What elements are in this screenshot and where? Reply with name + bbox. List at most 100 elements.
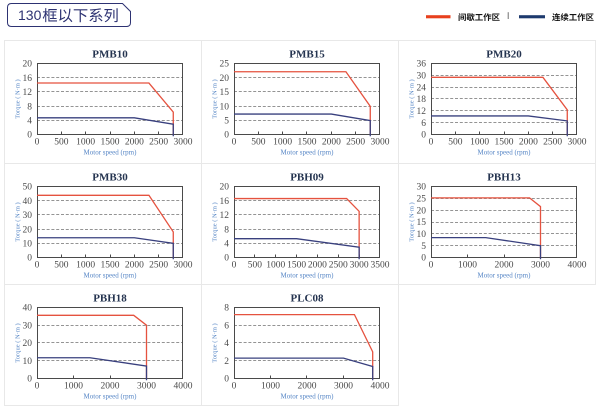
svg-text:24: 24 <box>417 83 427 93</box>
svg-text:10: 10 <box>417 230 427 240</box>
svg-text:3000: 3000 <box>568 138 587 148</box>
svg-text:500: 500 <box>54 138 69 148</box>
svg-text:500: 500 <box>248 261 263 271</box>
svg-text:Motor speed (rpm): Motor speed (rpm) <box>478 272 532 280</box>
svg-text:5: 5 <box>224 117 229 127</box>
svg-text:0: 0 <box>224 131 229 141</box>
svg-text:50: 50 <box>23 183 33 193</box>
svg-text:20: 20 <box>23 225 33 235</box>
svg-text:25: 25 <box>417 195 427 205</box>
svg-text:Motor speed (rpm): Motor speed (rpm) <box>84 393 138 401</box>
svg-text:20: 20 <box>23 339 33 349</box>
svg-text:0: 0 <box>35 261 40 271</box>
svg-text:500: 500 <box>448 138 463 148</box>
svg-text:8: 8 <box>224 304 229 314</box>
svg-text:8: 8 <box>27 102 32 112</box>
svg-text:Torque ( N·m ): Torque ( N·m ) <box>15 79 22 118</box>
svg-text:30: 30 <box>23 321 33 331</box>
svg-text:1000: 1000 <box>458 261 477 271</box>
svg-text:20: 20 <box>23 60 33 70</box>
svg-text:2000: 2000 <box>125 261 144 271</box>
svg-text:3500: 3500 <box>371 261 390 271</box>
svg-text:4: 4 <box>224 240 229 250</box>
svg-text:4000: 4000 <box>371 382 390 392</box>
svg-text:2000: 2000 <box>101 382 120 392</box>
svg-text:2000: 2000 <box>322 138 341 148</box>
svg-text:0: 0 <box>232 261 237 271</box>
svg-text:5: 5 <box>421 242 426 252</box>
svg-text:2000: 2000 <box>298 382 317 392</box>
svg-text:130: 130 <box>18 7 42 23</box>
svg-text:16: 16 <box>23 74 33 84</box>
svg-text:Motor speed (rpm): Motor speed (rpm) <box>281 149 335 157</box>
svg-text:3000: 3000 <box>334 382 353 392</box>
svg-text:Motor speed (rpm): Motor speed (rpm) <box>281 393 335 401</box>
svg-text:30: 30 <box>23 211 33 221</box>
svg-text:1500: 1500 <box>101 261 120 271</box>
svg-text:15: 15 <box>220 88 230 98</box>
svg-text:6: 6 <box>224 321 229 331</box>
svg-text:2500: 2500 <box>543 138 562 148</box>
svg-text:1000: 1000 <box>64 382 83 392</box>
svg-text:2500: 2500 <box>329 261 348 271</box>
svg-text:16: 16 <box>220 197 230 207</box>
svg-text:PBH18: PBH18 <box>93 293 127 305</box>
svg-text:0: 0 <box>232 382 237 392</box>
svg-text:30: 30 <box>417 72 427 82</box>
svg-text:10: 10 <box>220 102 230 112</box>
svg-text:1000: 1000 <box>266 261 285 271</box>
svg-text:18: 18 <box>417 95 427 105</box>
svg-text:0: 0 <box>35 138 40 148</box>
svg-text:3000: 3000 <box>531 261 550 271</box>
svg-text:PBH09: PBH09 <box>290 172 324 184</box>
svg-text:36: 36 <box>417 60 427 70</box>
svg-text:Torque ( N·m ): Torque ( N·m ) <box>409 202 416 241</box>
svg-text:12: 12 <box>220 211 230 221</box>
svg-text:PMB15: PMB15 <box>289 49 325 61</box>
svg-text:10: 10 <box>23 240 33 250</box>
svg-text:3000: 3000 <box>350 261 369 271</box>
svg-text:PMB30: PMB30 <box>92 172 128 184</box>
svg-text:1000: 1000 <box>76 261 95 271</box>
svg-text:20: 20 <box>417 206 427 216</box>
svg-text:1500: 1500 <box>495 138 514 148</box>
svg-text:1000: 1000 <box>273 138 292 148</box>
svg-text:10: 10 <box>23 357 33 367</box>
svg-text:Torque ( N·m ): Torque ( N·m ) <box>212 202 219 241</box>
svg-text:40: 40 <box>23 304 33 314</box>
svg-text:3000: 3000 <box>174 138 193 148</box>
svg-text:0: 0 <box>27 131 32 141</box>
svg-text:Torque ( N·m ): Torque ( N·m ) <box>15 323 22 362</box>
svg-text:PMB20: PMB20 <box>486 49 522 61</box>
svg-text:30: 30 <box>417 183 427 193</box>
svg-text:Motor speed (rpm): Motor speed (rpm) <box>478 149 532 157</box>
svg-text:1000: 1000 <box>76 138 95 148</box>
svg-text:8: 8 <box>224 225 229 235</box>
svg-text:0: 0 <box>421 131 426 141</box>
svg-text:2500: 2500 <box>346 138 365 148</box>
svg-text:4000: 4000 <box>568 261 587 271</box>
svg-text:500: 500 <box>251 138 266 148</box>
svg-text:PBH13: PBH13 <box>487 172 521 184</box>
svg-text:2000: 2000 <box>125 138 144 148</box>
svg-text:25: 25 <box>220 60 230 70</box>
svg-text:2500: 2500 <box>149 261 168 271</box>
svg-text:3000: 3000 <box>371 138 390 148</box>
svg-text:40: 40 <box>23 197 33 207</box>
svg-text:0: 0 <box>429 261 434 271</box>
svg-text:0: 0 <box>224 254 229 264</box>
svg-text:0: 0 <box>35 382 40 392</box>
svg-text:1000: 1000 <box>470 138 489 148</box>
svg-text:1500: 1500 <box>298 138 317 148</box>
svg-text:Motor speed (rpm): Motor speed (rpm) <box>281 272 335 280</box>
svg-text:3000: 3000 <box>137 382 156 392</box>
svg-text:1500: 1500 <box>101 138 120 148</box>
svg-text:PMB10: PMB10 <box>92 49 128 61</box>
svg-text:0: 0 <box>27 254 32 264</box>
svg-text:2000: 2000 <box>495 261 514 271</box>
svg-text:12: 12 <box>417 107 427 117</box>
svg-text:0: 0 <box>232 138 237 148</box>
svg-text:2000: 2000 <box>519 138 538 148</box>
svg-text:Torque ( N·m ): Torque ( N·m ) <box>409 79 416 118</box>
svg-text:4000: 4000 <box>174 382 193 392</box>
